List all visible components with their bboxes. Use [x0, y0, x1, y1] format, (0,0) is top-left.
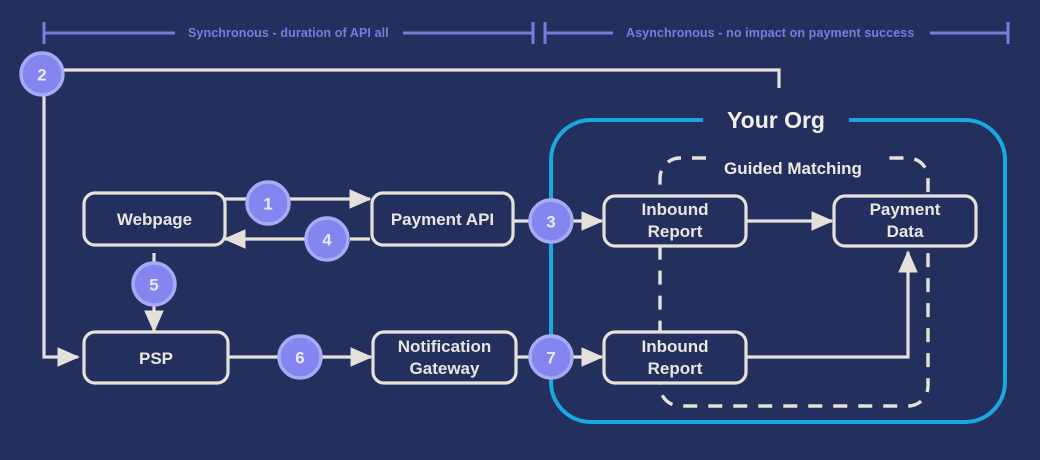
node-inbound-report-top-label-line2: Report [648, 222, 703, 241]
node-notification-gateway-box[interactable] [371, 330, 518, 385]
ruler-segment-synchronous: Synchronous - duration of API all [42, 22, 535, 44]
your-org-border [549, 118, 1007, 424]
step-badge-6-number: 6 [295, 349, 304, 368]
your-org-group: Your Org [549, 107, 1007, 424]
step-badge-4-number: 4 [322, 231, 332, 250]
your-org-title: Your Org [727, 107, 825, 133]
node-psp[interactable]: PSP [82, 330, 230, 385]
node-payment-data-label-line1: Payment [870, 200, 941, 219]
step-badge-3-number: 3 [546, 213, 555, 232]
step-badge-3[interactable]: 3 [528, 198, 574, 244]
node-psp-box[interactable] [82, 330, 230, 385]
node-payment-data-box[interactable] [832, 194, 978, 248]
node-inbound-report-bottom-label-line1: Inbound [641, 337, 708, 356]
node-payment-api-label: Payment API [391, 210, 494, 229]
step-badge-2-number: 2 [37, 66, 46, 85]
node-inbound-report-top-box[interactable] [602, 194, 748, 248]
step-badge-7[interactable]: 7 [528, 334, 574, 380]
step-badge-1[interactable]: 1 [245, 180, 291, 226]
node-notification-gateway-label-line2: Gateway [410, 359, 480, 378]
node-payment-data[interactable]: Payment Data [832, 194, 978, 248]
step-badge-2[interactable]: 2 [19, 51, 65, 97]
node-inbound-report-bottom[interactable]: Inbound Report [602, 330, 748, 385]
phase-ruler: Synchronous - duration of API all Asynch… [42, 22, 1010, 44]
step-badge-4-circle[interactable] [304, 216, 350, 262]
node-webpage-label: Webpage [117, 210, 192, 229]
step-badge-7-circle[interactable] [528, 334, 574, 380]
step-badge-7-number: 7 [546, 349, 555, 368]
connector-step2-to-psp [42, 90, 80, 367]
guided-matching-title: Guided Matching [724, 159, 862, 178]
node-psp-label: PSP [139, 349, 173, 368]
node-webpage-box[interactable] [82, 191, 227, 247]
node-inbound-report-top[interactable]: Inbound Report [602, 194, 748, 248]
step-badge-6[interactable]: 6 [277, 334, 323, 380]
step-badge-2-circle[interactable] [19, 51, 65, 97]
ruler-label-synchronous: Synchronous - duration of API all [188, 26, 389, 40]
nodes: Webpage Payment API Inbound Report Payme… [82, 191, 978, 385]
node-notification-gateway-label-line1: Notification [398, 337, 492, 356]
guided-matching-group: Guided Matching [658, 156, 930, 408]
node-webpage[interactable]: Webpage [82, 191, 227, 247]
node-payment-data-label-line2: Data [887, 222, 924, 241]
node-inbound-report-bottom-box[interactable] [602, 330, 748, 385]
node-inbound-report-bottom-label-line2: Report [648, 359, 703, 378]
ruler-label-asynchronous: Asynchronous - no impact on payment succ… [626, 26, 914, 40]
guided-matching-border [658, 156, 930, 408]
step-badge-5-number: 5 [149, 276, 158, 295]
node-notification-gateway[interactable]: Notification Gateway [371, 330, 518, 385]
step-badge-6-circle[interactable] [277, 334, 323, 380]
step-badge-3-circle[interactable] [528, 198, 574, 244]
step-badge-5-circle[interactable] [131, 261, 177, 307]
step-badge-5[interactable]: 5 [131, 261, 177, 307]
step-badge-1-circle[interactable] [245, 180, 291, 226]
node-payment-api[interactable]: Payment API [370, 191, 515, 247]
step-badge-4[interactable]: 4 [304, 216, 350, 262]
step-badge-1-number: 1 [263, 195, 272, 214]
step-badges: 1 2 3 4 5 6 7 [19, 51, 574, 380]
ruler-segment-asynchronous: Asynchronous - no impact on payment succ… [543, 22, 1010, 44]
node-inbound-report-top-label-line1: Inbound [641, 200, 708, 219]
connector-step2-top-rail [62, 68, 781, 88]
connector-inbound-bottom-to-payment-data [746, 250, 918, 359]
node-payment-api-box[interactable] [370, 191, 515, 247]
